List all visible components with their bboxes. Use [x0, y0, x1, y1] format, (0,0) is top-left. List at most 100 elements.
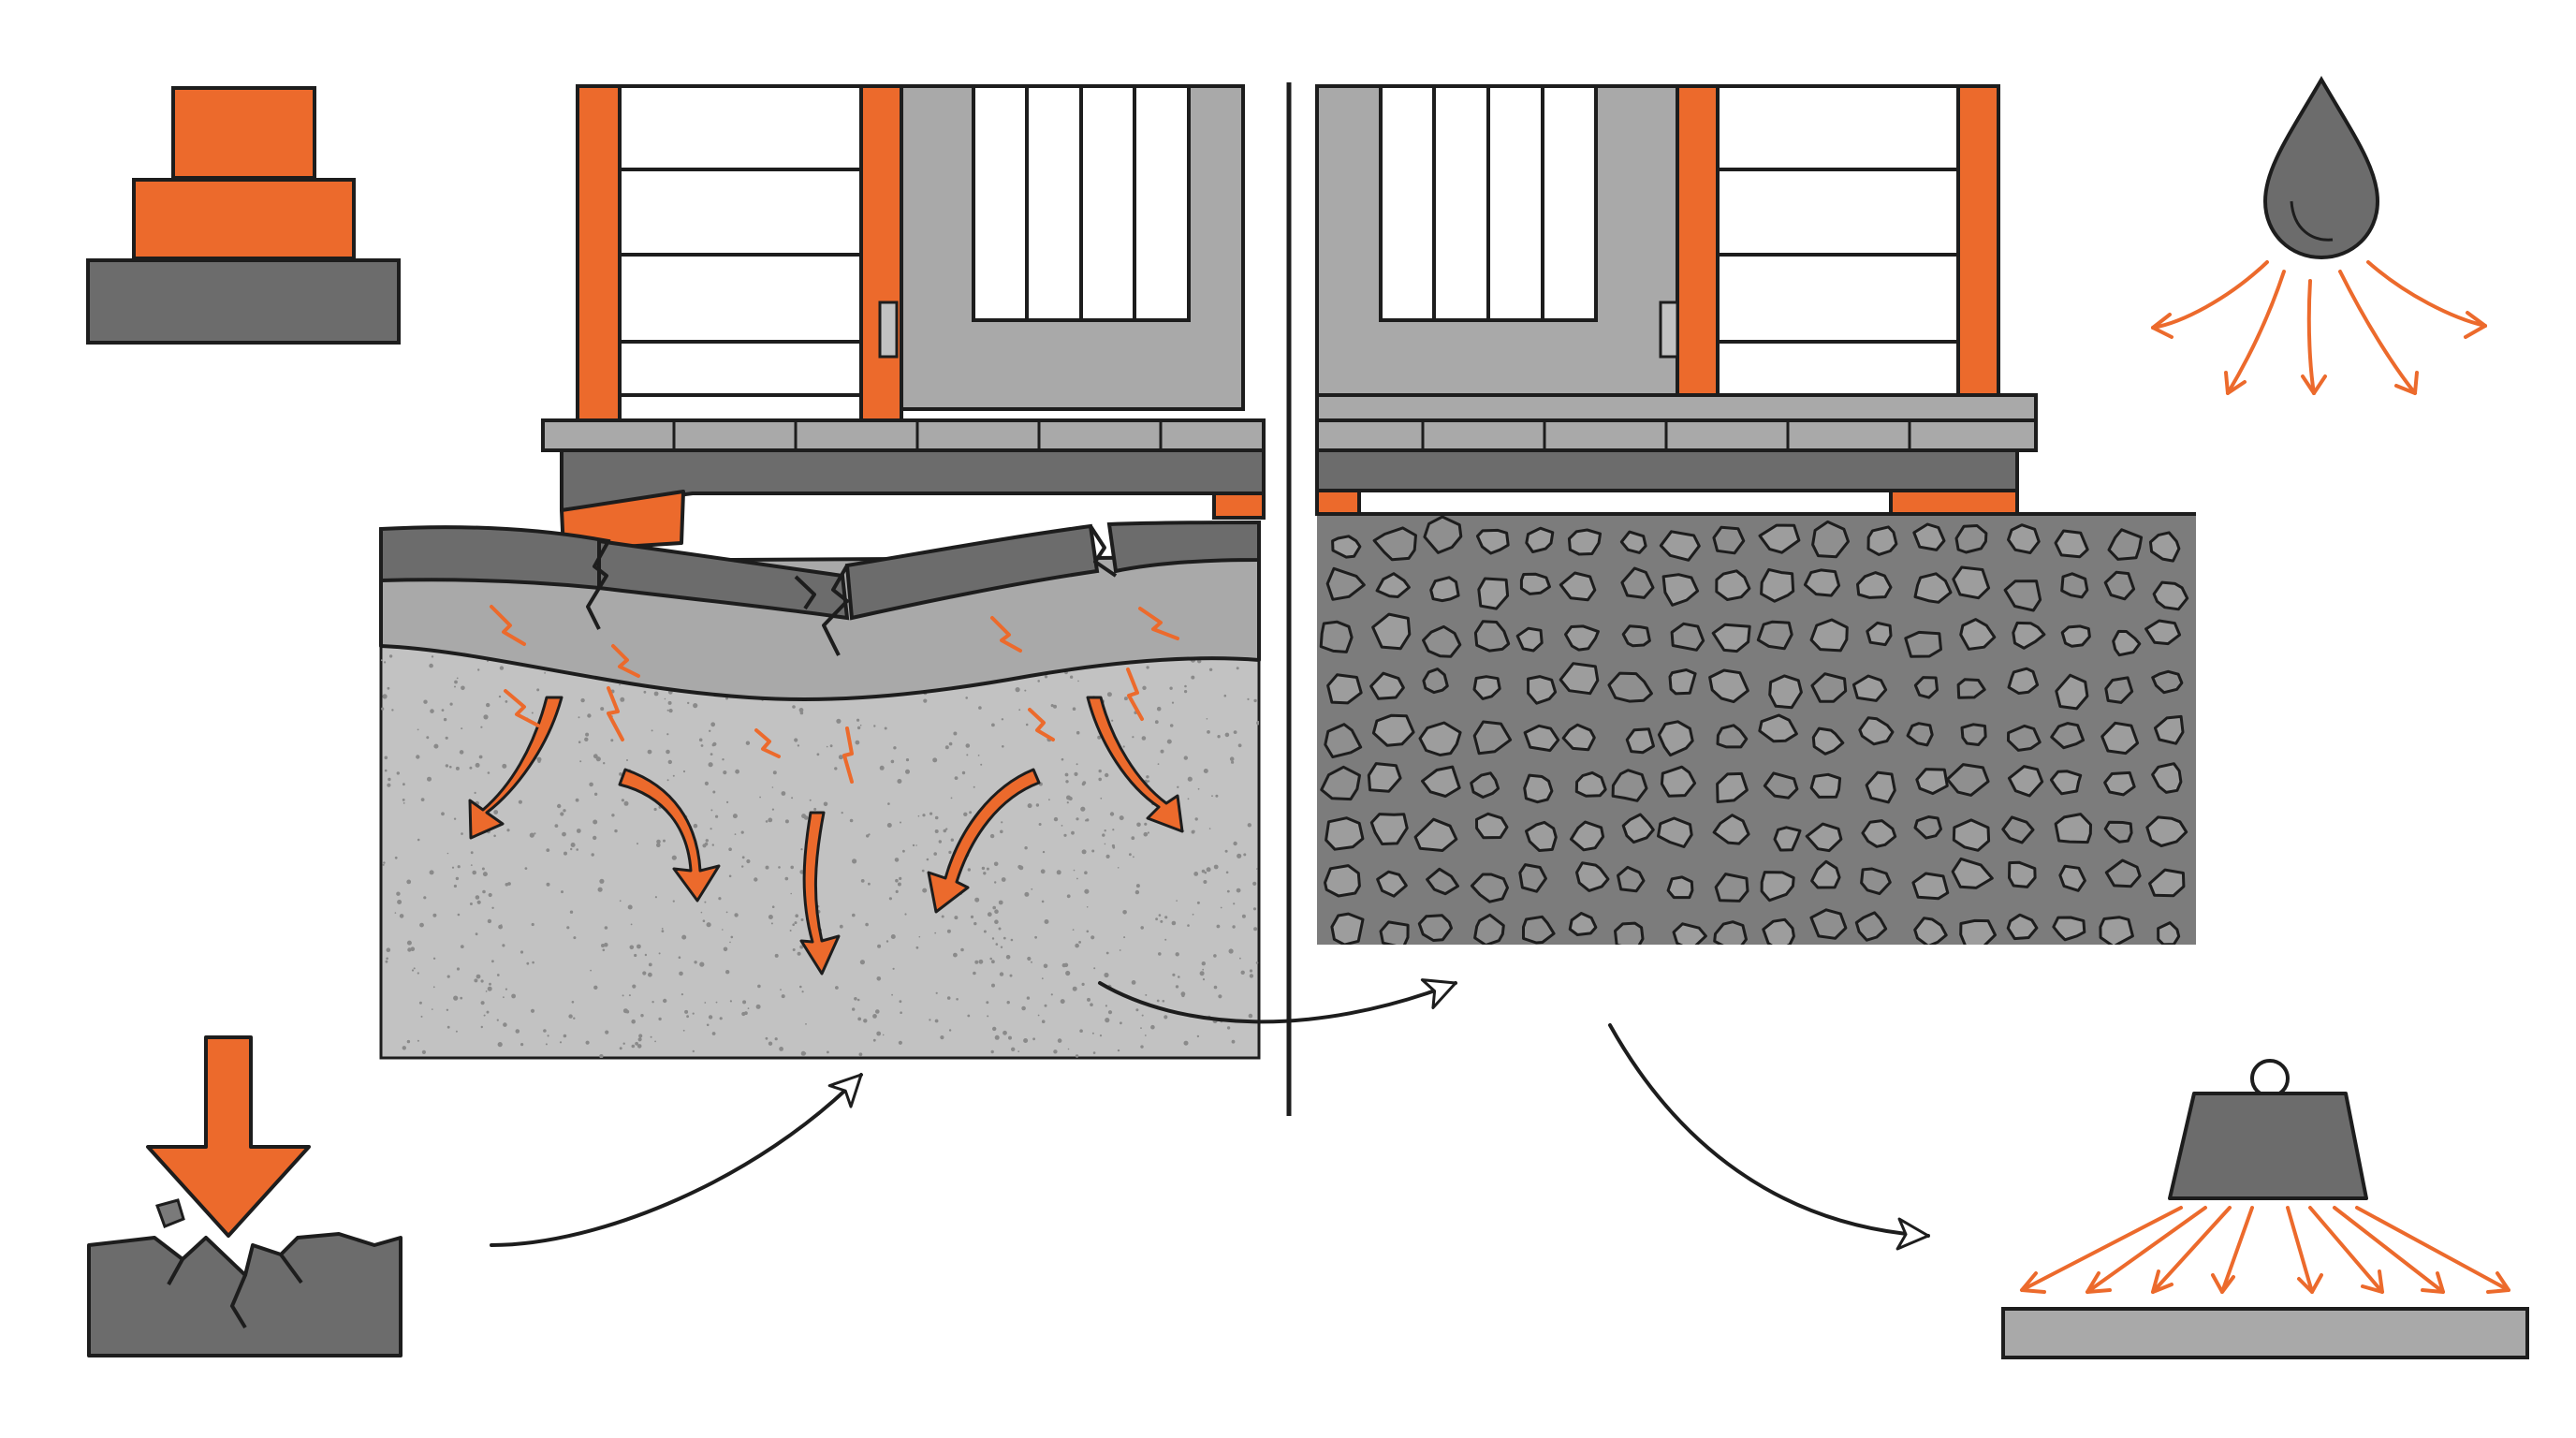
soil-speck: [1075, 1054, 1079, 1058]
soil-speck: [1008, 1035, 1012, 1040]
soil-speck: [515, 1029, 520, 1034]
soil-speck: [892, 967, 895, 970]
soil-speck: [1177, 785, 1179, 788]
soil-speck: [480, 979, 484, 983]
soil-speck: [1064, 772, 1069, 777]
soil-speck: [998, 927, 1002, 931]
soil-speck: [1032, 1037, 1035, 1041]
soil-speck: [735, 769, 739, 774]
soil-speck: [1132, 736, 1134, 739]
soil-speck: [791, 797, 794, 800]
soil-speck: [1253, 698, 1257, 703]
soil-speck: [599, 1054, 604, 1058]
gravel-stone: [1473, 620, 1511, 653]
soil-speck: [1075, 943, 1079, 948]
soil-speck: [884, 726, 887, 730]
soil-speck: [872, 1038, 876, 1042]
soil-speck: [1193, 872, 1199, 876]
soil-speck: [568, 1014, 573, 1019]
gravel-stone: [1760, 871, 1795, 902]
soil-speck: [644, 953, 648, 957]
soil-speck: [1105, 951, 1109, 955]
gravel-stone: [1762, 917, 1795, 945]
soil-speck: [1140, 1027, 1142, 1029]
soil-speck: [578, 741, 581, 743]
soil-speck: [496, 1019, 499, 1021]
soil-speck: [771, 905, 775, 908]
soil-speck: [1104, 843, 1106, 845]
soil-speck: [719, 1017, 723, 1020]
gravel-stone: [1564, 624, 1600, 652]
soil-speck: [809, 799, 812, 801]
soil-speck: [954, 916, 959, 920]
soil-speck: [610, 739, 614, 742]
soil-speck: [1100, 797, 1103, 800]
soil-speck: [663, 998, 667, 1004]
soil-speck: [836, 718, 842, 724]
soil-speck: [746, 858, 751, 864]
soil-speck: [487, 771, 490, 774]
soil-speck: [780, 989, 782, 990]
soil-speck: [1136, 822, 1141, 828]
gravel-stone: [1803, 568, 1841, 597]
gravel-stone: [1911, 872, 1950, 901]
soil-speck: [863, 1019, 868, 1023]
gravel-stone: [2056, 966, 2083, 994]
soil-speck: [406, 879, 412, 885]
soil-speck: [595, 756, 601, 762]
soil-speck: [482, 872, 488, 877]
soil-speck: [396, 891, 401, 896]
soil-speck: [621, 799, 625, 802]
soil-speck: [1090, 935, 1095, 940]
gravel-stone: [1758, 523, 1801, 554]
soil-speck: [454, 685, 456, 688]
soil-speck: [770, 922, 773, 925]
soil-speck: [983, 930, 987, 933]
gravel-stone: [2049, 770, 2083, 796]
soil-speck: [987, 912, 992, 917]
gravel-stone: [1913, 917, 1948, 945]
soil-speck: [1072, 929, 1075, 931]
soil-speck: [416, 755, 420, 759]
soil-speck: [417, 838, 420, 842]
soil-speck: [711, 743, 715, 747]
gravel-stone: [1758, 713, 1798, 743]
soil-speck: [1143, 831, 1149, 837]
gravel-stone: [2055, 673, 2089, 711]
soil-speck: [1218, 994, 1222, 999]
drainage-arrows: [2151, 260, 2487, 395]
gravel-stone: [2098, 961, 2132, 987]
gravel-stone: [1611, 769, 1648, 802]
soil-speck: [1119, 949, 1121, 951]
soil-speck: [1066, 894, 1071, 899]
soil-speck: [651, 729, 653, 732]
soil-speck: [1211, 795, 1213, 798]
soil-speck: [1203, 769, 1208, 773]
soil-speck: [1024, 689, 1027, 692]
gravel-stone: [1946, 763, 1990, 797]
soil-speck: [897, 779, 902, 784]
soil-speck: [1085, 819, 1088, 822]
soil-speck: [1192, 913, 1194, 916]
soil-speck: [640, 1014, 644, 1018]
gravel-stone: [2012, 621, 2046, 650]
soil-speck: [1069, 675, 1074, 679]
gravel-stone: [1324, 723, 1363, 759]
soil-speck: [943, 829, 947, 833]
soil-speck: [734, 913, 739, 917]
soil-speck: [841, 812, 843, 814]
gravel-stone: [1369, 813, 1409, 845]
soil-speck: [886, 823, 892, 828]
soil-speck: [1236, 667, 1239, 670]
soil-speck: [684, 1009, 689, 1014]
soil-speck: [755, 1004, 761, 1009]
soil-speck: [381, 707, 385, 711]
soil-speck: [487, 986, 492, 991]
soil-speck: [681, 934, 687, 940]
soil-speck: [1010, 938, 1014, 942]
soil-speck: [625, 1009, 630, 1014]
soil-speck: [1065, 970, 1071, 976]
soil-speck: [658, 1017, 662, 1021]
soil-speck: [547, 1034, 549, 1037]
gravel-stone: [1469, 969, 1499, 996]
